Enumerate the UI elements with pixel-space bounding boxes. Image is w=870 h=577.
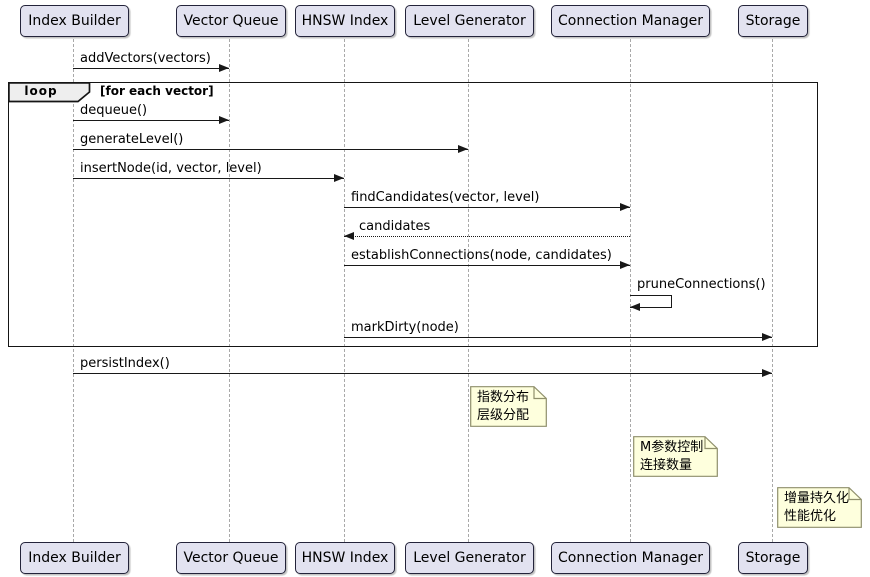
participant-bottom-connection-manager: Connection Manager [551,542,710,574]
participant-top-level-generator: Level Generator [405,5,534,37]
note-text: M参数控制 连接数量 [640,439,703,475]
message-label: insertNode(id, vector, level) [80,161,262,176]
arrowhead-left-icon [630,303,640,311]
arrowhead-right-icon [219,116,229,124]
loop-tab-shape [8,82,91,103]
lifeline-vector-queue [229,34,230,542]
message-label: addVectors(vectors) [80,51,211,66]
lifeline-hnsw-index [344,34,345,542]
note-text: 指数分布 层级分配 [477,389,529,425]
note-shape-icon [470,386,547,427]
note-shape-icon [633,436,718,477]
lifeline-storage [772,34,773,542]
loop-frame [8,82,818,347]
loop-operator-label: loop [24,84,58,98]
note-line: 性能优化 [784,509,837,524]
message-arrow [73,68,229,69]
participant-top-hnsw-index: HNSW Index [295,5,395,37]
note-line: 增量持久化 [784,491,850,506]
arrowhead-right-icon [334,174,344,182]
note-line: M参数控制 [640,440,704,455]
message-label: establishConnections(node, candidates) [351,248,612,263]
arrowhead-right-icon [620,203,630,211]
message-arrow [73,373,772,374]
note-connection-manager: M参数控制 连接数量 [633,436,718,477]
participant-bottom-index-builder: Index Builder [20,542,129,574]
arrowhead-right-icon [219,64,229,72]
note-line: 连接数量 [640,458,693,473]
message-label: dequeue() [80,103,148,118]
arrowhead-left-icon [344,232,354,240]
participant-top-index-builder: Index Builder [20,5,129,37]
message-label: generateLevel() [80,132,184,147]
message-arrow [344,337,772,338]
participant-bottom-storage: Storage [738,542,808,574]
loop-guard-label: [for each vector] [100,84,214,98]
message-label: markDirty(node) [351,320,459,335]
participant-bottom-level-generator: Level Generator [405,542,534,574]
self-message-top [630,295,672,296]
message-arrow [344,207,630,208]
message-arrow [73,178,344,179]
note-storage: 增量持久化 性能优化 [777,487,862,528]
participant-top-connection-manager: Connection Manager [551,5,710,37]
participant-top-vector-queue: Vector Queue [176,5,286,37]
self-message-side [671,295,672,307]
arrowhead-right-icon [620,261,630,269]
lifeline-level-generator [468,34,469,542]
note-text: 增量持久化 性能优化 [784,490,849,526]
arrowhead-right-icon [762,369,772,377]
note-line: 指数分布 [477,390,530,405]
arrowhead-right-icon [458,145,468,153]
message-label: candidates [359,219,431,234]
message-arrow [73,149,468,150]
message-label: persistIndex() [80,356,170,371]
note-shape-icon [777,487,862,528]
message-arrow [344,265,630,266]
self-message-bottom [630,307,672,308]
participant-top-storage: Storage [738,5,808,37]
participant-bottom-hnsw-index: HNSW Index [295,542,395,574]
lifeline-connection-manager [630,34,631,542]
note-line: 层级分配 [477,408,530,423]
arrowhead-right-icon [762,333,772,341]
note-level-generator: 指数分布 层级分配 [470,386,547,427]
message-label: pruneConnections() [637,277,766,292]
participant-bottom-vector-queue: Vector Queue [176,542,286,574]
message-arrow [73,120,229,121]
message-label: findCandidates(vector, level) [351,190,540,205]
message-return-arrow [344,236,630,237]
lifeline-index-builder [73,34,74,542]
